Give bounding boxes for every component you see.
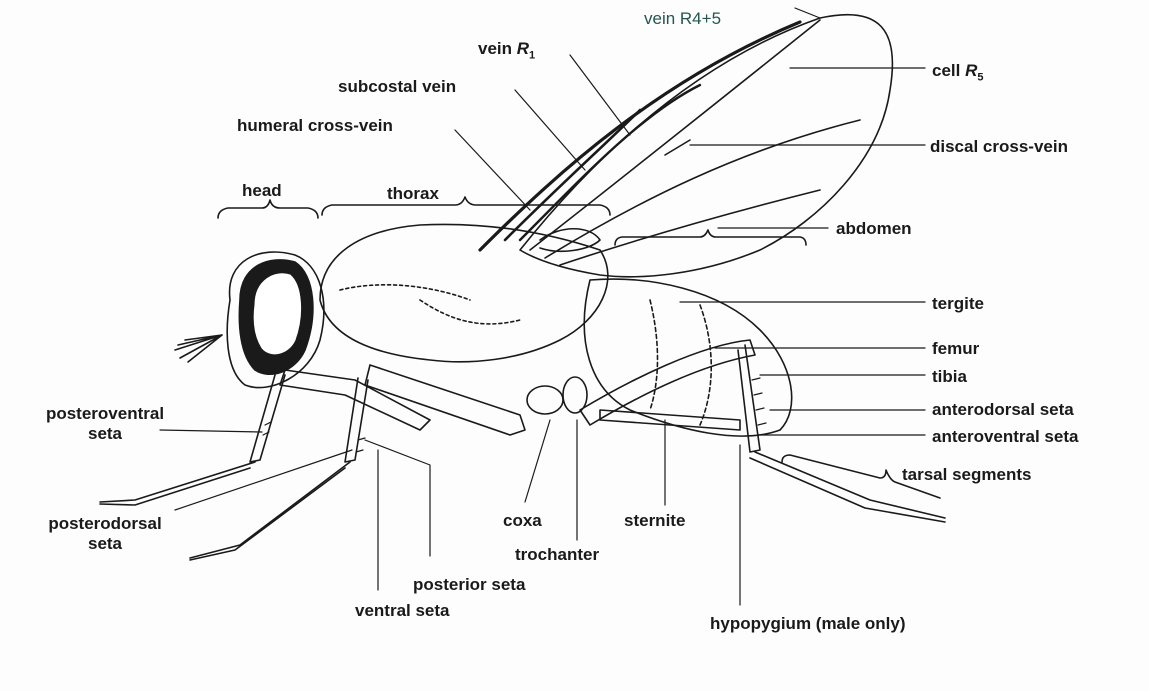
compound-eye-inner xyxy=(254,274,300,354)
label-sternite: sternite xyxy=(624,512,685,529)
label-vein-r45: vein R4+5 xyxy=(644,10,721,27)
label-femur: femur xyxy=(932,340,979,357)
thorax-brace xyxy=(322,197,610,215)
label-posteroventral-line2: seta xyxy=(40,425,170,442)
label-posterodorsal-seta: posterodorsal seta xyxy=(40,515,170,552)
hind-tarsus xyxy=(755,452,945,518)
abdomen-outline xyxy=(584,279,791,436)
thorax-sclerite-2 xyxy=(420,300,520,324)
label-cell-r5: cell R5 xyxy=(932,62,984,83)
tergite-lines xyxy=(650,300,711,425)
label-posterior-seta: posterior seta xyxy=(413,576,525,593)
middle-tibia xyxy=(345,378,368,462)
middle-femur xyxy=(365,365,525,435)
antenna xyxy=(175,335,222,362)
label-humeral-cross-vein: humeral cross-vein xyxy=(237,117,393,134)
wing-vein-r45 xyxy=(530,20,820,250)
head-brace xyxy=(218,200,318,218)
abdomen-brace xyxy=(615,230,806,245)
thorax-outline xyxy=(320,224,608,361)
label-posteroventral-seta: posteroventral seta xyxy=(40,405,170,442)
middle-tarsus-2 xyxy=(190,468,345,560)
label-ventral-seta: ventral seta xyxy=(355,602,450,619)
label-hypopygium: hypopygium (male only) xyxy=(710,615,906,632)
label-anteroventral-seta: anteroventral seta xyxy=(932,428,1078,445)
coxa-shape xyxy=(527,386,563,414)
label-posteroventral-line1: posteroventral xyxy=(40,405,170,422)
sternite-line xyxy=(600,410,740,430)
front-tarsus xyxy=(100,462,255,502)
label-trochanter: trochanter xyxy=(515,546,599,563)
label-tarsal-segments: tarsal segments xyxy=(902,466,1031,483)
label-thorax: thorax xyxy=(387,185,439,202)
middle-tarsus xyxy=(190,462,350,558)
label-abdomen: abdomen xyxy=(836,220,912,237)
setae-marks xyxy=(263,378,766,452)
label-head: head xyxy=(242,182,282,199)
label-vein-r1: vein R1 xyxy=(478,40,535,61)
label-tibia: tibia xyxy=(932,368,967,385)
label-tergite: tergite xyxy=(932,295,984,312)
label-discal-cross-vein: discal cross-vein xyxy=(930,138,1068,155)
discal-cross-vein-line xyxy=(665,140,690,155)
label-posterodorsal-line2: seta xyxy=(40,535,170,552)
hind-femur xyxy=(580,340,755,425)
thorax-sclerite xyxy=(340,285,470,300)
wing-vein-subcostal xyxy=(505,110,640,240)
label-posterodorsal-line1: posterodorsal xyxy=(40,515,170,532)
label-coxa: coxa xyxy=(503,512,542,529)
label-anterodorsal-seta: anterodorsal seta xyxy=(932,401,1074,418)
label-subcostal-vein: subcostal vein xyxy=(338,78,456,95)
